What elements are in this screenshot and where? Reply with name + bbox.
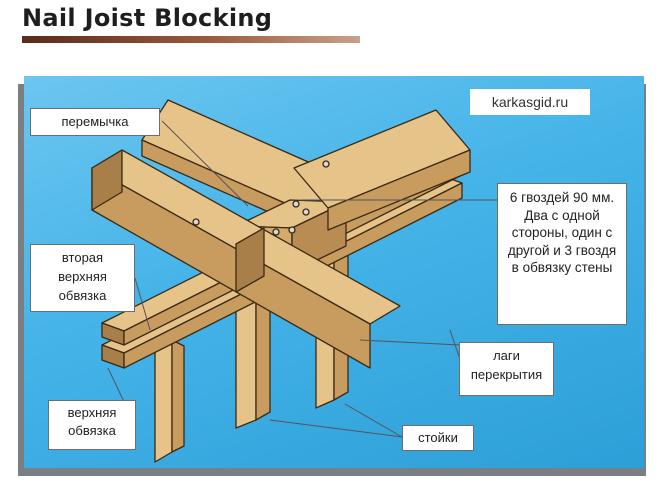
label-nails: 6 гвоздей 90 мм. Два с одной стороны, од…: [497, 183, 627, 325]
label-top-plate-text: верхняя обвязка: [67, 405, 117, 438]
label-nails-text: 6 гвоздей 90 мм. Два с одной стороны, од…: [507, 190, 617, 275]
label-peremychka-text: перемычка: [61, 114, 129, 129]
label-peremychka: перемычка: [30, 108, 160, 136]
label-joists: лаги перекрытия: [459, 342, 554, 396]
label-second-top-plate-text: вторая верхняя обвязка: [58, 250, 107, 303]
page-title: Nail Joist Blocking: [22, 4, 273, 32]
label-joists-text: лаги перекрытия: [470, 348, 543, 382]
stud-left: [154, 339, 185, 463]
joist-front: [91, 149, 401, 369]
nails: [192, 160, 330, 236]
leader-lines: [107, 120, 497, 438]
joist-right: [293, 109, 471, 231]
label-studs-text: стойки: [418, 430, 458, 445]
label-second-top-plate: вторая верхняя обвязка: [30, 244, 135, 312]
label-top-plate: верхняя обвязка: [48, 400, 136, 450]
label-studs: стойки: [402, 425, 474, 451]
title-underline: [22, 36, 360, 43]
site-watermark: karkasgid.ru: [470, 89, 590, 115]
